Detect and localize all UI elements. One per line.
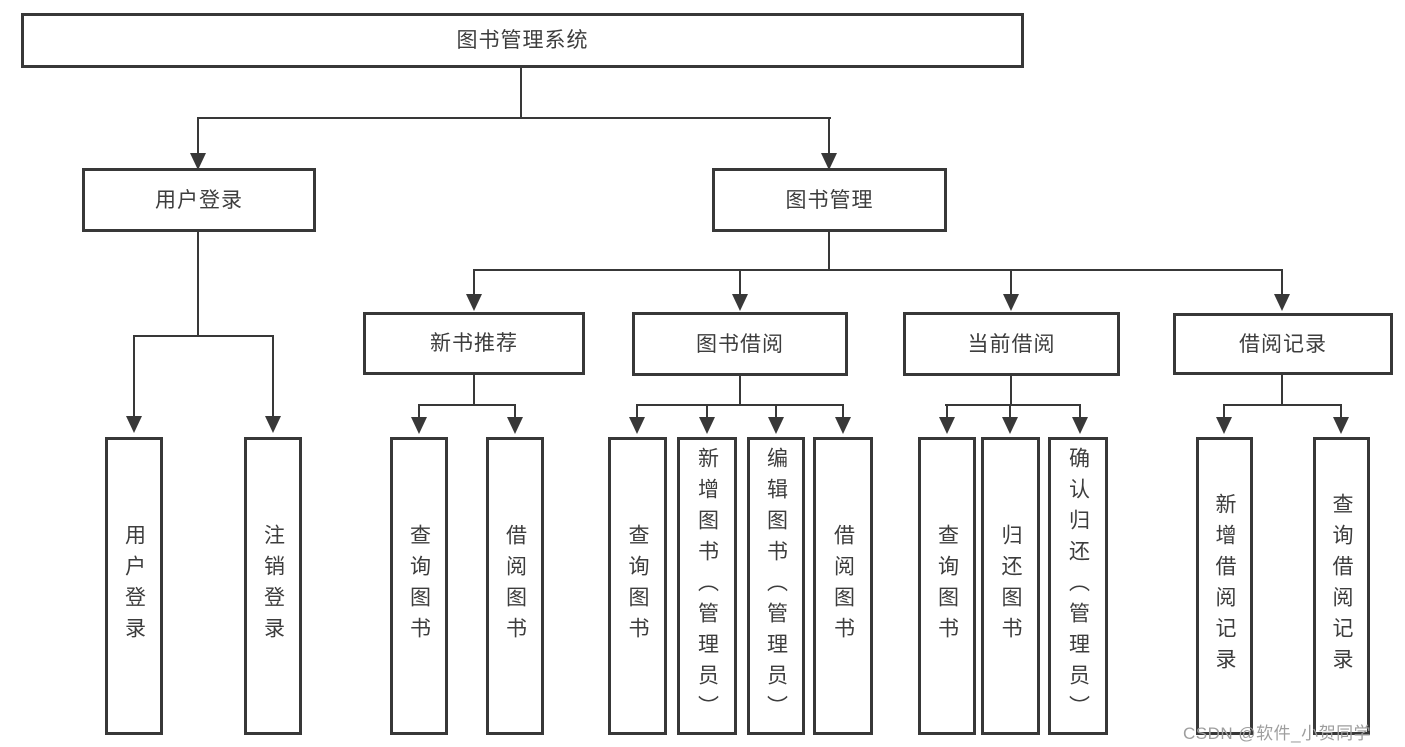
node-new-book-recommend-label: 新书推荐	[430, 332, 518, 355]
leaf-return-book-label: 归还图书	[999, 524, 1022, 648]
arrow-down-icon	[1274, 294, 1290, 311]
arrow-down-icon	[732, 294, 748, 311]
edge-current-drop	[946, 404, 948, 418]
arrow-down-icon	[629, 417, 645, 434]
edge-mgmt-hbar	[474, 269, 1282, 271]
arrow-down-icon	[768, 417, 784, 434]
leaf-logout-label: 注销登录	[261, 524, 285, 648]
edge-borrow-stub	[739, 376, 741, 405]
edge-borrow-hbar	[637, 404, 844, 406]
leaf-add-book-admin: 新增图书（管理员）	[677, 437, 737, 735]
node-root-label: 图书管理系统	[456, 29, 589, 52]
node-book-management-label: 图书管理	[785, 188, 874, 212]
arrow-down-icon	[190, 153, 206, 170]
leaf-confirm-return-admin-label: 确认归还（管理员）	[1066, 446, 1090, 726]
edge-recommend-drop	[514, 404, 516, 418]
arrow-down-icon	[1072, 417, 1088, 434]
leaf-edit-book-admin-label: 编辑图书（管理员）	[764, 446, 788, 726]
edge-records-stub	[1281, 375, 1283, 405]
edge-borrow-drop	[706, 404, 708, 418]
node-book-management: 图书管理	[712, 168, 947, 232]
leaf-borrow-books-borrow: 借阅图书	[813, 437, 873, 735]
leaf-query-books-current: 查询图书	[918, 437, 976, 735]
leaf-add-book-admin-label: 新增图书（管理员）	[695, 446, 719, 726]
edge-mgmt-drop	[739, 269, 741, 295]
edge-current-hbar	[945, 404, 1081, 406]
node-user-login-label: 用户登录	[155, 188, 243, 212]
arrow-down-icon	[507, 417, 523, 434]
edge-mgmt-drop	[1281, 269, 1283, 295]
node-new-book-recommend: 新书推荐	[363, 312, 585, 375]
edge-current-drop	[1079, 404, 1081, 418]
node-current-borrow: 当前借阅	[903, 312, 1120, 376]
edge-recommend-stub	[473, 375, 475, 405]
arrow-down-icon	[1216, 417, 1232, 434]
edge-recommend-hbar	[419, 404, 516, 406]
arrow-down-icon	[466, 294, 482, 311]
arrow-down-icon	[835, 417, 851, 434]
edge-borrow-drop	[636, 404, 638, 418]
arrow-down-icon	[821, 153, 837, 170]
csdn-watermark: CSDN @软件_小贺同学	[1183, 724, 1372, 743]
leaf-borrow-books-recommend: 借阅图书	[486, 437, 544, 735]
edge-records-drop	[1223, 404, 1225, 418]
arrow-down-icon	[1002, 417, 1018, 434]
node-root: 图书管理系统	[21, 13, 1024, 68]
node-user-login: 用户登录	[82, 168, 316, 232]
leaf-query-books-recommend: 查询图书	[390, 437, 448, 735]
edge-current-drop	[1009, 404, 1011, 418]
leaf-add-borrow-record: 新增借阅记录	[1196, 437, 1253, 735]
leaf-logout: 注销登录	[244, 437, 302, 735]
leaf-query-books-recommend-label: 查询图书	[407, 524, 431, 648]
arrow-down-icon	[1333, 417, 1349, 434]
node-current-borrow-label: 当前借阅	[967, 332, 1056, 356]
edge-borrow-drop	[842, 404, 844, 418]
edge-mgmt-drop	[473, 269, 475, 295]
edge-records-hbar	[1224, 404, 1342, 406]
leaf-user-login-label: 用户登录	[122, 524, 146, 648]
edge-root-hbar	[198, 117, 831, 119]
leaf-query-books-borrow: 查询图书	[608, 437, 667, 735]
leaf-user-login: 用户登录	[105, 437, 163, 735]
node-borrow-records-label: 借阅记录	[1239, 332, 1327, 356]
node-book-borrow: 图书借阅	[632, 312, 848, 376]
arrow-down-icon	[411, 417, 427, 434]
node-book-borrow-label: 图书借阅	[696, 332, 784, 356]
edge-login-stub	[197, 232, 199, 336]
edge-login-drop	[272, 335, 274, 417]
edge-borrow-drop	[775, 404, 777, 418]
edge-mgmt-stub	[828, 232, 830, 270]
edge-records-drop	[1340, 404, 1342, 418]
leaf-return-book: 归还图书	[981, 437, 1040, 735]
edge-mgmt-drop	[1010, 269, 1012, 295]
edge-root-stub	[520, 68, 522, 118]
leaf-query-borrow-record: 查询借阅记录	[1313, 437, 1370, 735]
edge-recommend-drop	[418, 404, 420, 418]
leaf-query-books-borrow-label: 查询图书	[626, 524, 649, 648]
node-borrow-records: 借阅记录	[1173, 313, 1393, 375]
leaf-add-borrow-record-label: 新增借阅记录	[1213, 493, 1236, 679]
edge-login-drop	[133, 335, 135, 417]
leaf-borrow-books-recommend-label: 借阅图书	[503, 524, 527, 648]
arrow-down-icon	[265, 416, 281, 433]
leaf-borrow-books-borrow-label: 借阅图书	[831, 524, 855, 648]
leaf-query-books-current-label: 查询图书	[935, 524, 959, 648]
edge-login-hbar	[134, 335, 274, 337]
edge-root-to-login	[197, 117, 199, 155]
leaf-edit-book-admin: 编辑图书（管理员）	[747, 437, 805, 735]
edge-current-stub	[1010, 376, 1012, 405]
edge-root-to-mgmt	[828, 117, 830, 155]
leaf-confirm-return-admin: 确认归还（管理员）	[1048, 437, 1108, 735]
leaf-query-borrow-record-label: 查询借阅记录	[1330, 493, 1353, 679]
arrow-down-icon	[1003, 294, 1019, 311]
arrow-down-icon	[939, 417, 955, 434]
arrow-down-icon	[126, 416, 142, 433]
arrow-down-icon	[699, 417, 715, 434]
